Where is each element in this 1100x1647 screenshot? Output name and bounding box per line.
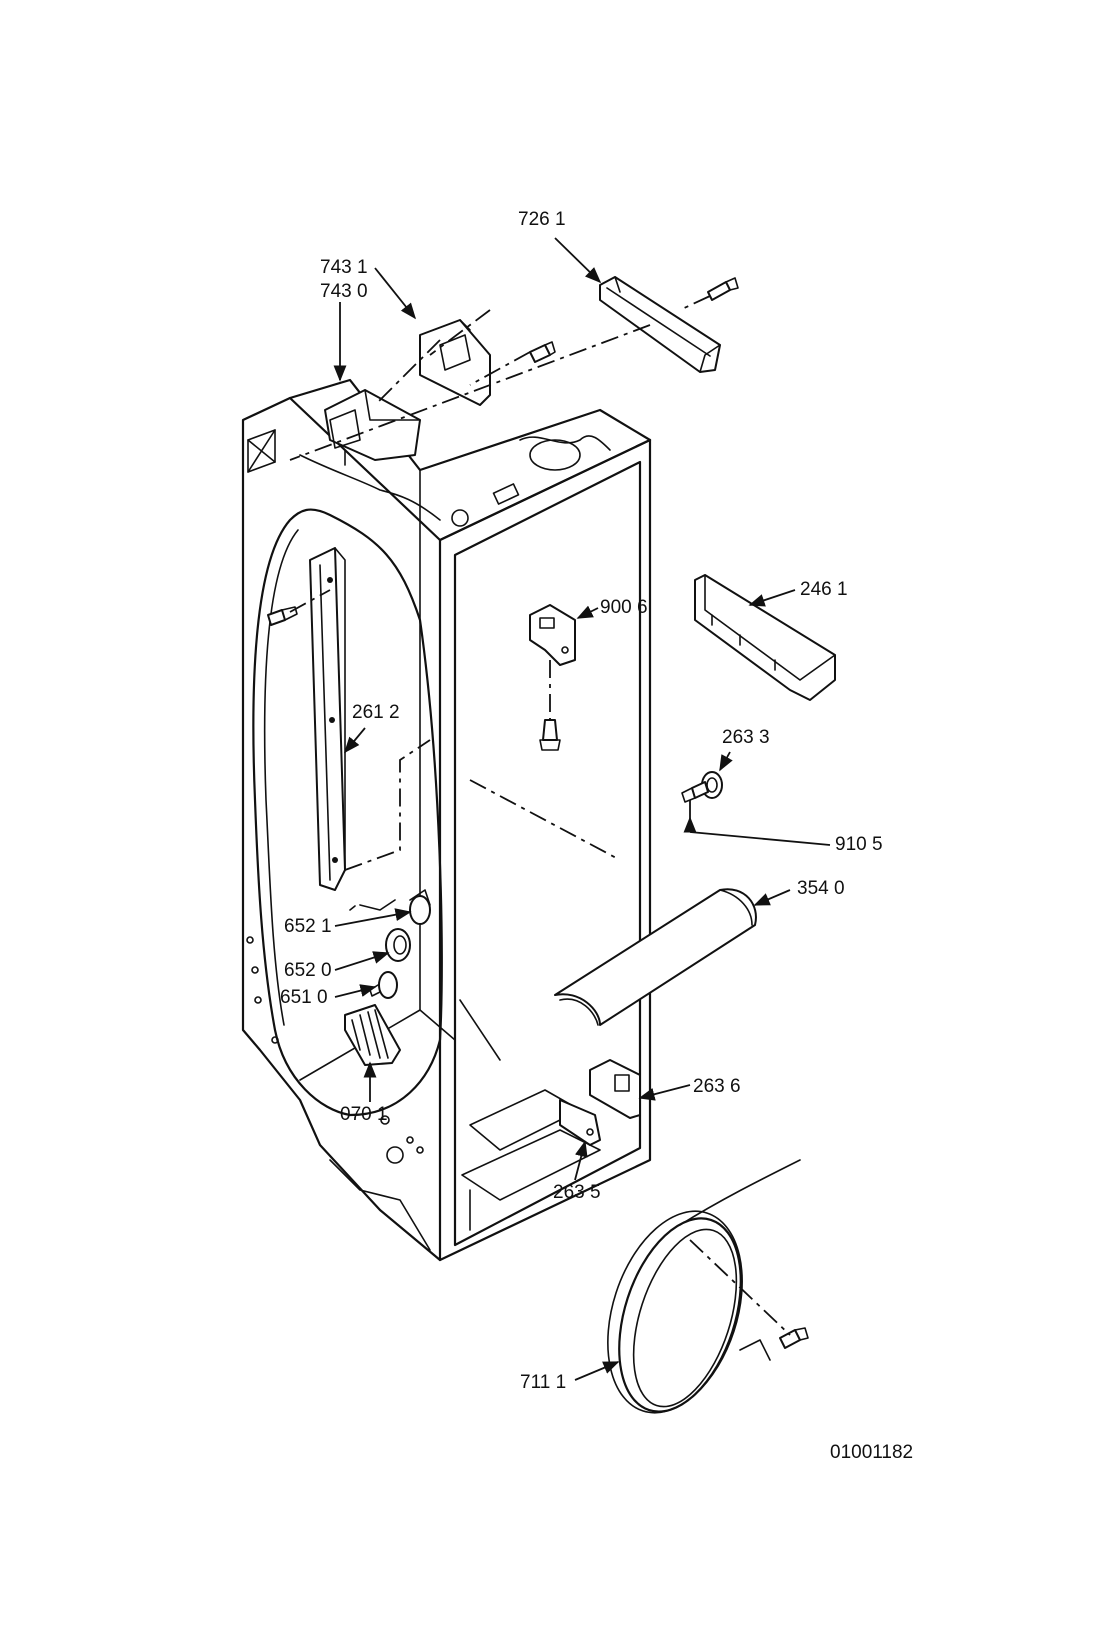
callout-246-1: 246 1 bbox=[800, 579, 848, 600]
part-070-1-lens bbox=[344, 1004, 401, 1066]
callout-263-5: 263 5 bbox=[553, 1182, 601, 1203]
part-263-5-bracket bbox=[559, 1099, 601, 1146]
callout-900-6: 900 6 bbox=[600, 597, 648, 618]
cabinet-liner bbox=[241, 378, 652, 1262]
callout-652-1: 652 1 bbox=[284, 916, 332, 937]
part-354-0-cover bbox=[554, 888, 757, 1026]
assembly-lines bbox=[289, 295, 791, 1336]
callout-354-0: 354 0 bbox=[797, 878, 845, 899]
callout-070-1: 070 1 bbox=[340, 1104, 388, 1125]
part-263-3-bumper bbox=[681, 771, 723, 803]
callout-263-3: 263 3 bbox=[722, 727, 770, 748]
part-743-1-bracket bbox=[419, 319, 556, 406]
callout-711-1: 711 1 bbox=[520, 1372, 567, 1393]
leader-arrows bbox=[333, 237, 831, 1381]
callout-263-6: 263 6 bbox=[693, 1076, 741, 1097]
part-726-1-trim bbox=[599, 276, 739, 373]
part-263-6-bracket bbox=[589, 1059, 641, 1119]
part-743-0-control-housing bbox=[324, 389, 421, 466]
part-900-6-clip bbox=[529, 604, 576, 751]
callout-743-0: 743 0 bbox=[320, 281, 368, 302]
callout-726-1: 726 1 bbox=[518, 209, 566, 230]
part-652-1-socket bbox=[349, 889, 431, 925]
part-261-2-rail bbox=[267, 547, 346, 891]
part-246-1-channel bbox=[694, 574, 836, 701]
callout-743-1: 743 1 bbox=[320, 257, 368, 278]
wire-harness-outline bbox=[252, 508, 443, 1117]
callout-261-2: 261 2 bbox=[352, 702, 400, 723]
part-711-1-tube-coil bbox=[607, 1159, 809, 1414]
callout-651-0: 651 0 bbox=[280, 987, 328, 1008]
callout-910-5: 910 5 bbox=[835, 834, 883, 855]
part-651-0-bulb bbox=[369, 971, 398, 999]
callout-652-0: 652 0 bbox=[284, 960, 332, 981]
diagram-reference-number: 01001182 bbox=[830, 1442, 914, 1463]
part-652-0-lamp-holder bbox=[385, 928, 411, 962]
